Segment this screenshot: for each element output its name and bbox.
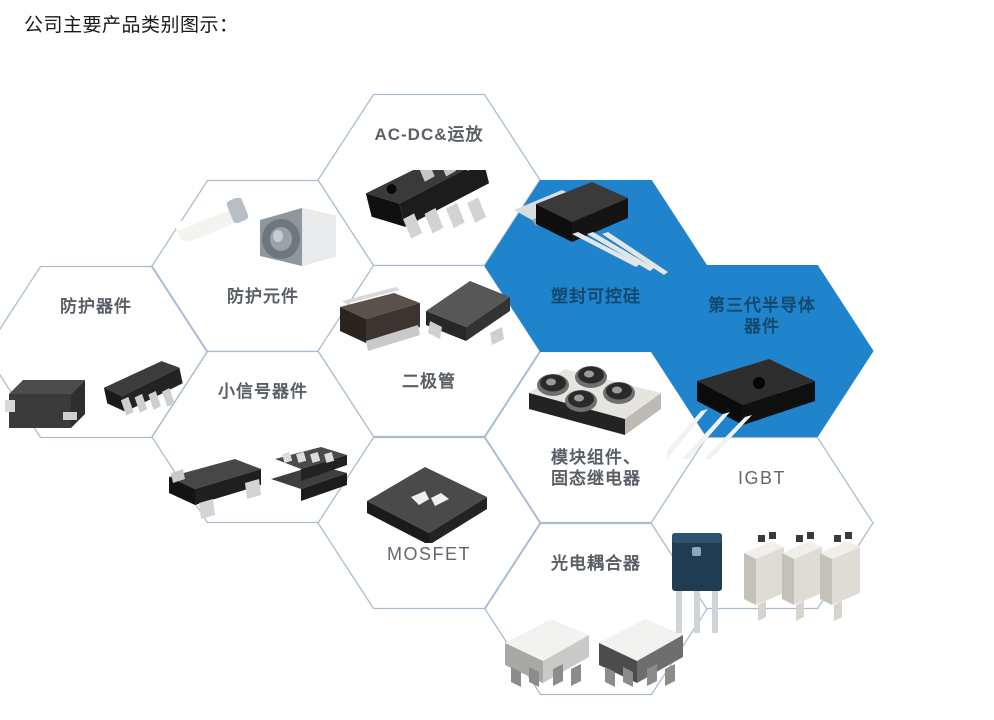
honeycomb-hexagons (0, 93, 874, 696)
page-title: 公司主要产品类别图示： (24, 15, 239, 36)
